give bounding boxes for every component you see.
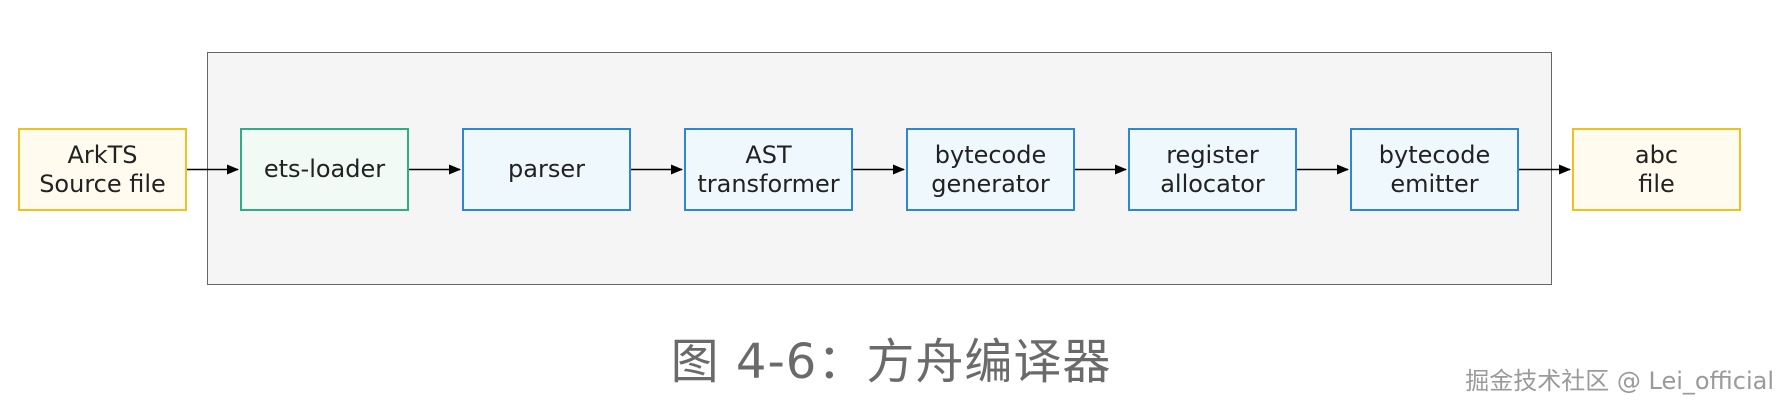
node-abc-file: abc file [1572, 128, 1741, 211]
node-bytecode-generator-line1: bytecode [934, 140, 1047, 169]
node-abc-file-line2: file [1638, 169, 1675, 198]
node-parser: parser [462, 128, 631, 211]
node-ets-loader-label: ets-loader [263, 155, 386, 183]
node-bytecode-emitter-line2: emitter [1390, 169, 1479, 198]
node-abc-file-line1: abc [1634, 140, 1679, 169]
node-source-file: ArkTS Source file [18, 128, 187, 211]
node-source-file-line1: ArkTS [67, 140, 138, 169]
figure-caption: 图 4-6：方舟编译器 [670, 334, 1112, 390]
node-bytecode-generator-line2: generator [931, 169, 1050, 198]
node-ast-transformer-line2: transformer [697, 169, 840, 198]
node-bytecode-generator: bytecode generator [906, 128, 1075, 211]
node-register-allocator: register allocator [1128, 128, 1297, 211]
node-parser-label: parser [508, 155, 585, 183]
node-bytecode-emitter: bytecode emitter [1350, 128, 1519, 211]
node-ast-transformer: AST transformer [684, 128, 853, 211]
watermark: 掘金技术社区 @ Lei_official [1465, 367, 1774, 395]
node-register-allocator-line1: register [1166, 140, 1259, 169]
compiler-container-box [207, 52, 1552, 285]
node-ast-transformer-line1: AST [745, 140, 792, 169]
node-ets-loader: ets-loader [240, 128, 409, 211]
node-register-allocator-line2: allocator [1160, 169, 1265, 198]
node-source-file-line2: Source file [39, 169, 166, 198]
node-bytecode-emitter-line1: bytecode [1378, 140, 1491, 169]
